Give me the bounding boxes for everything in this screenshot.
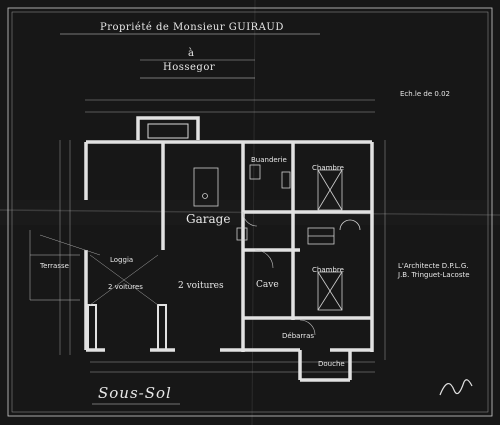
room-douche: Douche [318,360,345,368]
scale-label: Ech.le de 0.02 [400,90,450,98]
level-title: Sous-Sol [98,384,172,402]
room-voitures: 2 voitures [108,283,143,291]
outer-frame [7,7,493,417]
room-garage: Garage [186,212,231,226]
room-chambre-top: Chambre [312,164,344,172]
room-chambre-mid: Chambre [312,266,344,274]
inner-frame [11,11,489,413]
room-buanderie: Buanderie [251,156,287,164]
room-garage-cars: 2 voitures [178,281,224,291]
architect-line-2: J.B. Tringuet-Lacoste [398,271,470,279]
room-terrasse: Terrasse [40,262,69,270]
room-loggia: Loggia [110,256,134,264]
architect-line-1: L'Architecte D.P.L.G. [398,262,469,270]
signature-mark [439,379,473,396]
conjunction-label: à [188,48,195,59]
room-debarras: Débarras [282,332,314,340]
place-label: Hossegor [163,62,216,73]
building-walls [84,116,374,382]
room-cave: Cave [256,280,279,290]
owner-title: Propriété de Monsieur GUIRAUD [100,22,284,33]
